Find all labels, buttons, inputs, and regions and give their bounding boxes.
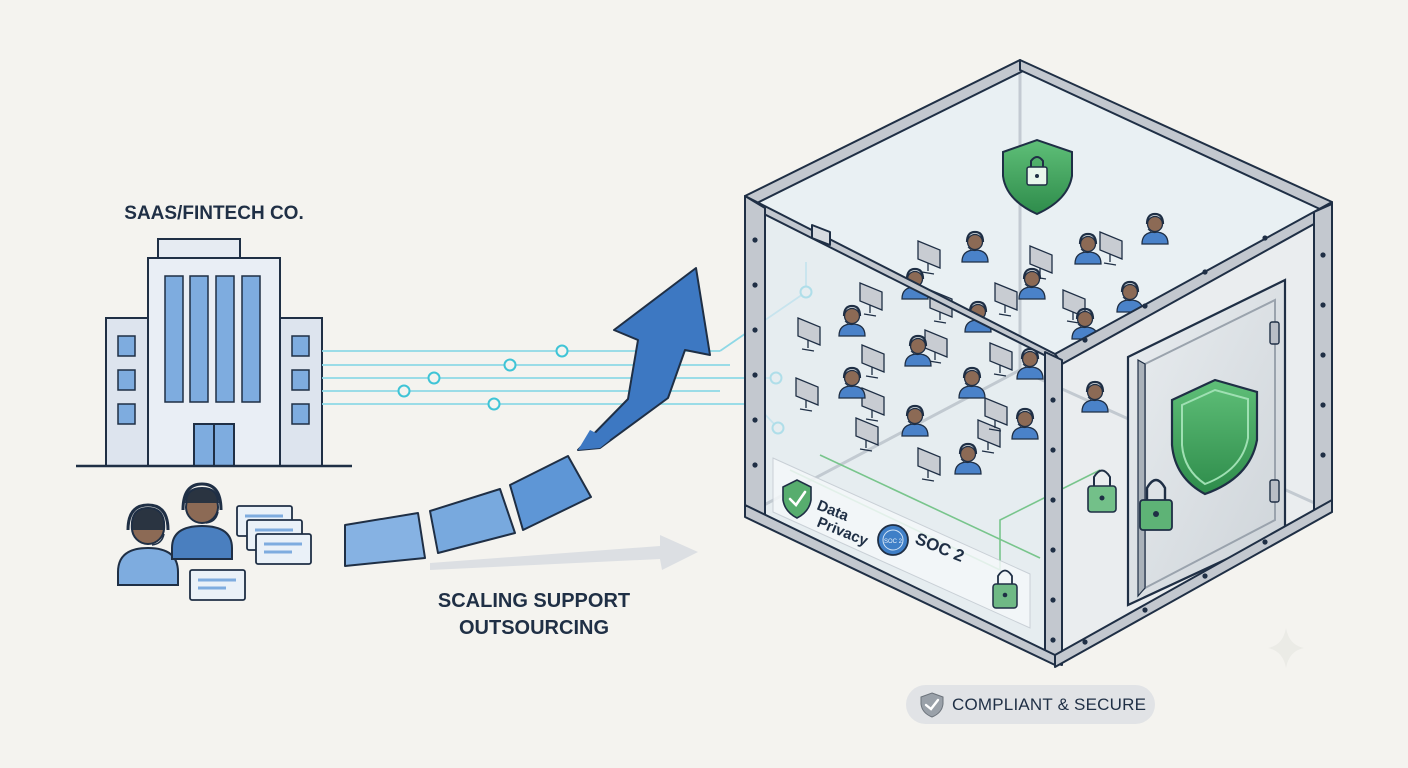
padlock-icon (992, 569, 1018, 609)
ticket-card-icon (189, 505, 312, 601)
shield-check-icon (920, 691, 944, 718)
arrow-caption-line2: OUTSOURCING (459, 617, 609, 639)
padlock-icon (1087, 469, 1117, 513)
arrow-caption-line1: SCALING SUPPORT (438, 590, 630, 612)
shield-icon (1170, 378, 1259, 496)
shadow-arrow (430, 535, 698, 570)
soc2-emblem-icon: SOC 2 (877, 524, 909, 556)
compliance-pill: COMPLIANT & SECURE (906, 685, 1155, 724)
padlock-icon (1139, 478, 1173, 531)
secure-cube: Data Privacy SOC 2 SOC 2 (744, 59, 1333, 668)
headset-agent-icon (171, 482, 233, 560)
soc2-emblem-text: SOC 2 (884, 539, 903, 545)
shield-lock-icon (1002, 138, 1073, 216)
shield-check-icon (782, 479, 812, 519)
building-icon (76, 238, 352, 468)
sparkle-icon (1268, 628, 1304, 668)
company-label: SAAS/FINTECH CO. (124, 203, 303, 224)
compliance-badge-panel: Data Privacy SOC 2 SOC 2 (772, 457, 1031, 629)
compliance-pill-label: COMPLIANT & SECURE (952, 694, 1147, 714)
scaling-arrow (344, 267, 711, 567)
headset-agent-icon (117, 503, 179, 586)
